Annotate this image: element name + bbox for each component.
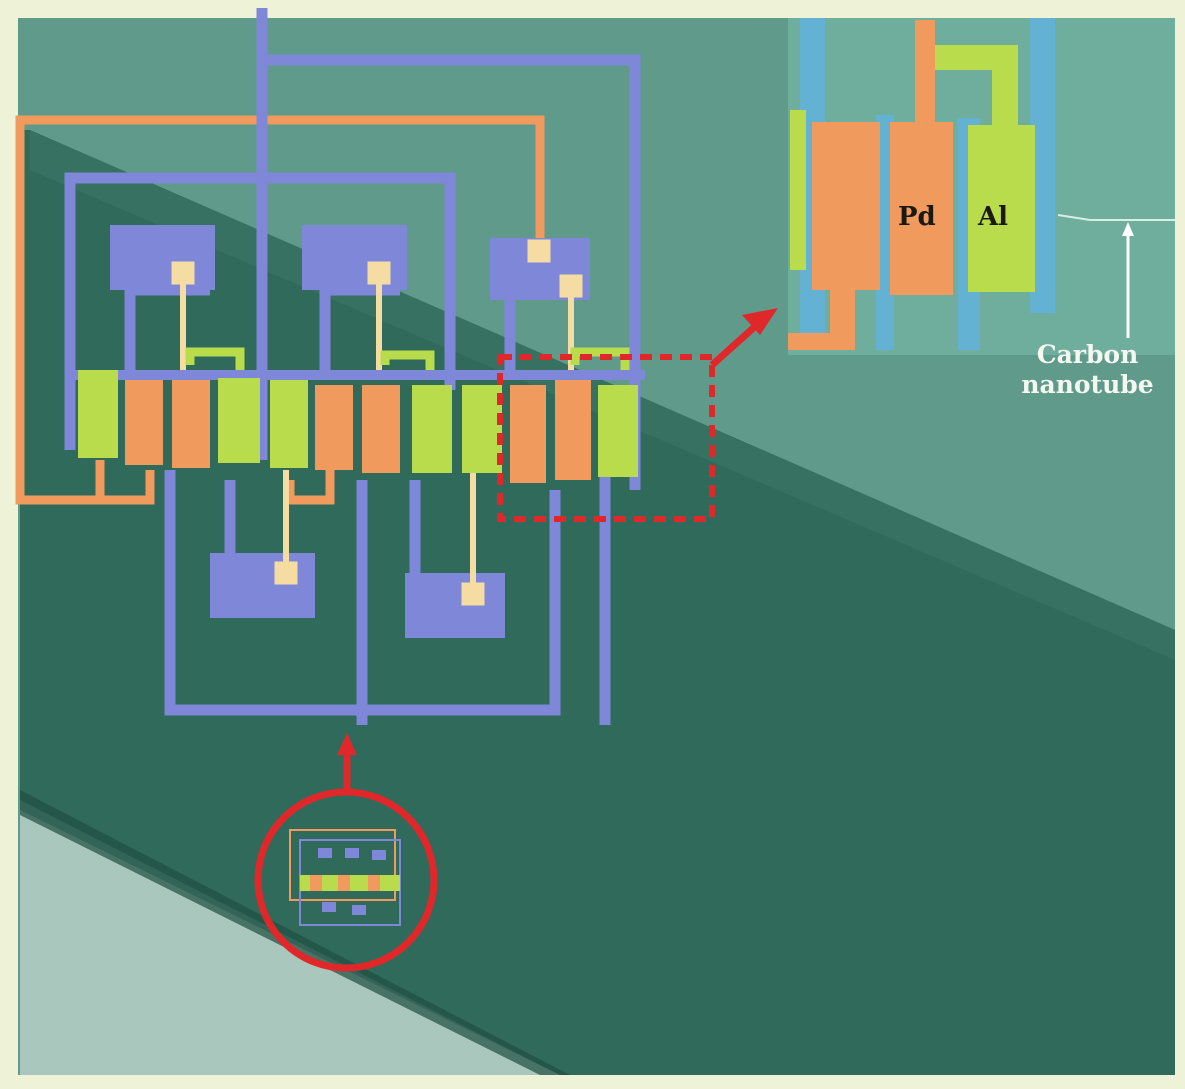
al-interconnects bbox=[185, 347, 630, 380]
pd-interconnects bbox=[15, 115, 545, 505]
hair-strand bbox=[20, 130, 1175, 1075]
transistor-row bbox=[75, 370, 645, 483]
mini-circuit bbox=[289, 829, 401, 926]
contacts bbox=[171, 239, 583, 606]
annotation-line-1: Carbon bbox=[1036, 340, 1139, 369]
annotation-line-2: nanotube bbox=[1021, 370, 1154, 399]
carbon-nanotube-label: Carbon nanotube bbox=[1005, 340, 1170, 400]
lower-hair-edge bbox=[20, 790, 570, 1075]
magnify-arrow-head bbox=[337, 733, 357, 755]
pd-label: Pd bbox=[898, 202, 936, 232]
al-label: Al bbox=[978, 202, 1009, 232]
inset-closeup bbox=[788, 18, 1175, 355]
zoom-arrow-head bbox=[742, 308, 778, 335]
zoom-arrow bbox=[709, 319, 763, 368]
zoom-region-box bbox=[497, 354, 715, 522]
